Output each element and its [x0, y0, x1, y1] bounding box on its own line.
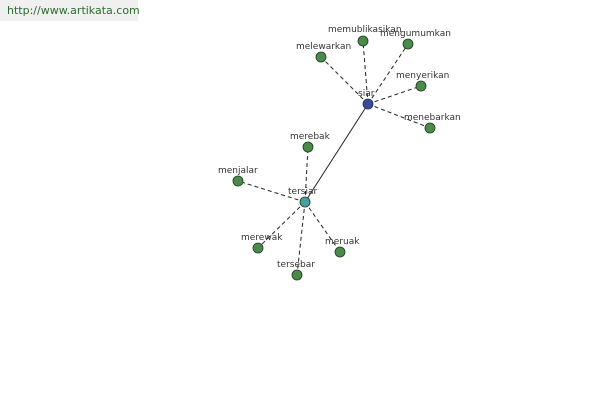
label-tersiar: tersiar	[288, 187, 317, 197]
edge-siar-menyerikan	[367, 85, 422, 105]
node-menjalar[interactable]	[232, 175, 244, 187]
edge-tersiar-menjalar	[237, 180, 306, 203]
edge-tersiar-tersebar	[296, 201, 306, 276]
node-merewak[interactable]	[252, 242, 264, 254]
node-meruak[interactable]	[334, 246, 346, 258]
label-merewak: merewak	[241, 233, 283, 243]
node-menyerikan[interactable]	[415, 80, 427, 92]
label-siar: siar	[358, 89, 375, 99]
edge-tersiar-meruak	[304, 201, 341, 253]
label-mengumumkan: mengumumkan	[380, 29, 451, 39]
edge-siar-memublikasikan	[362, 40, 369, 105]
node-menebarkan[interactable]	[424, 122, 436, 134]
node-mengumumkan[interactable]	[402, 38, 414, 50]
edge-tersiar-merewak	[257, 201, 306, 249]
label-meruak: meruak	[325, 237, 360, 247]
nodes-layer	[232, 35, 436, 281]
source-url[interactable]: http://www.artikata.com	[0, 0, 140, 21]
hub-node-siar[interactable]	[362, 98, 374, 110]
edge-siar-mengumumkan	[367, 43, 409, 105]
node-merebak[interactable]	[302, 141, 314, 153]
node-tersebar[interactable]	[291, 269, 303, 281]
label-melewarkan: melewarkan	[296, 42, 351, 52]
hub-node-tersiar[interactable]	[299, 196, 311, 208]
label-menebarkan: menebarkan	[404, 113, 461, 123]
label-merebak: merebak	[290, 132, 331, 142]
edge-siar-tersiar	[304, 103, 369, 203]
edges-layer	[237, 40, 431, 276]
node-memublikasikan[interactable]	[357, 35, 369, 47]
label-menyerikan: menyerikan	[396, 71, 449, 81]
edge-tersiar-merebak	[304, 146, 309, 203]
label-memublikasikan: memublikasikan	[328, 25, 402, 35]
node-melewarkan[interactable]	[315, 51, 327, 63]
label-menjalar: menjalar	[218, 166, 258, 176]
label-tersebar: tersebar	[277, 260, 315, 270]
